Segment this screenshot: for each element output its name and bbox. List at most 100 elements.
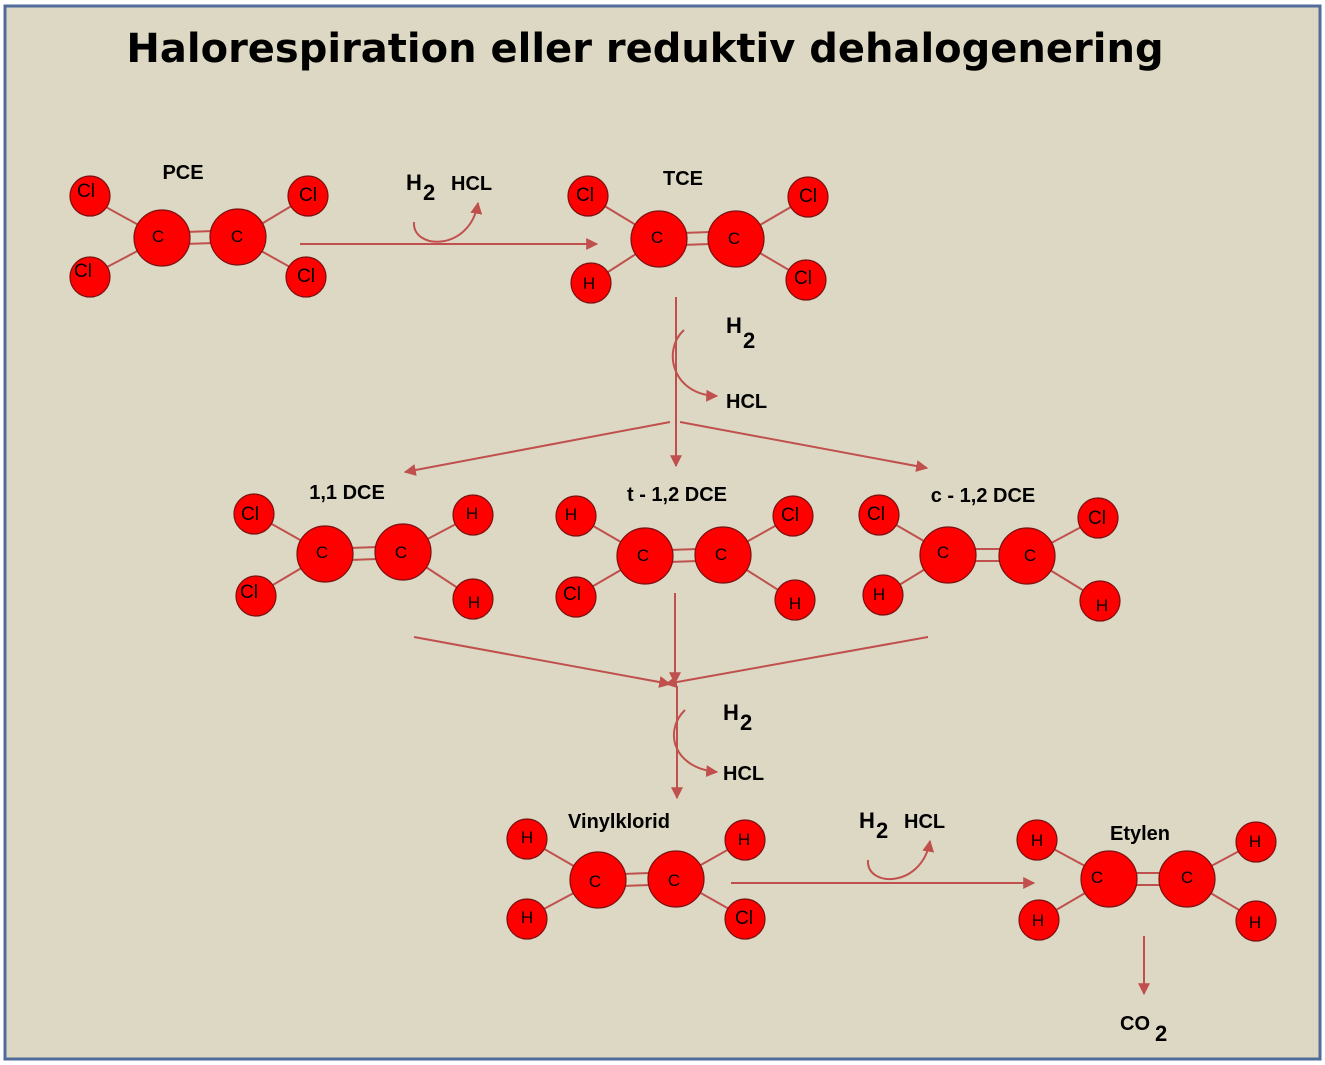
reaction-pce-to-tce: H 2 HCL bbox=[300, 170, 599, 250]
atom-h bbox=[862, 574, 904, 616]
molecule-t-1-2-dce: H Cl Cl H C C t - 1,2 DCE bbox=[555, 484, 816, 621]
atom-label: Cl bbox=[799, 186, 817, 207]
atom-label: C bbox=[316, 543, 328, 562]
reagent-h2-subscript: 2 bbox=[876, 818, 888, 843]
atom-label: H bbox=[738, 830, 750, 849]
atom-carbon bbox=[616, 527, 674, 585]
reagent-hcl: HCL bbox=[726, 391, 767, 413]
reagent-h2-subscript: 2 bbox=[743, 328, 755, 353]
atom-label: Cl bbox=[781, 505, 799, 526]
atom-label: C bbox=[937, 543, 949, 562]
atom-cl bbox=[787, 176, 829, 218]
atom-carbon bbox=[133, 209, 191, 267]
atom-label: H bbox=[873, 585, 885, 604]
atom-h bbox=[452, 494, 494, 536]
atom-label: H bbox=[583, 274, 595, 293]
atom-label: H bbox=[1031, 831, 1043, 850]
atom-h bbox=[506, 818, 548, 860]
atom-label: Cl bbox=[563, 584, 581, 605]
atom-label: C bbox=[231, 227, 243, 246]
atom-label: Cl bbox=[735, 908, 753, 929]
atom-carbon bbox=[209, 208, 267, 266]
atom-label: Cl bbox=[1088, 508, 1106, 529]
atom-carbon bbox=[998, 527, 1056, 585]
reagent-h2: H bbox=[726, 313, 742, 338]
product-co2: CO bbox=[1120, 1013, 1150, 1035]
atom-label: H bbox=[789, 594, 801, 613]
atom-h bbox=[724, 819, 766, 861]
diagram-title: Halorespiration eller reduktiv dehalogen… bbox=[126, 26, 1163, 72]
atom-cl bbox=[285, 256, 327, 298]
atom-cl bbox=[772, 495, 814, 537]
atom-h bbox=[1016, 819, 1058, 861]
atom-label: Cl bbox=[77, 181, 95, 202]
atom-cl bbox=[567, 175, 609, 217]
atom-cl bbox=[69, 175, 111, 217]
atom-carbon bbox=[647, 850, 705, 908]
atom-label: H bbox=[468, 593, 480, 612]
atom-label: C bbox=[1024, 546, 1036, 565]
reagent-h2: H bbox=[723, 700, 739, 725]
reagent-h2: H bbox=[859, 808, 875, 833]
atom-cl bbox=[785, 259, 827, 301]
atom-h bbox=[452, 578, 494, 620]
atom-cl bbox=[69, 256, 111, 298]
atom-h bbox=[506, 898, 548, 940]
atom-label: Cl bbox=[867, 504, 885, 525]
atom-cl bbox=[233, 493, 275, 535]
atom-label: C bbox=[1181, 868, 1193, 887]
atom-h bbox=[555, 495, 597, 537]
reaction-tce-to-dce: H 2 HCL bbox=[403, 297, 929, 476]
molecule-ethylene: H H H H C C Etylen bbox=[1016, 819, 1277, 942]
atom-label: H bbox=[1249, 832, 1261, 851]
atom-carbon bbox=[694, 526, 752, 584]
molecule-1-1-dce: Cl Cl H H C C 1,1 DCE bbox=[233, 482, 494, 620]
atom-label: H bbox=[466, 504, 478, 523]
atom-label: Cl bbox=[576, 185, 594, 206]
atom-carbon bbox=[569, 851, 627, 909]
atom-carbon bbox=[374, 523, 432, 581]
atom-label: Cl bbox=[240, 582, 258, 603]
molecule-label: PCE bbox=[162, 162, 203, 184]
atom-label: Cl bbox=[241, 504, 259, 525]
atom-label: C bbox=[651, 228, 663, 247]
molecule-label: 1,1 DCE bbox=[309, 482, 385, 504]
molecule-label: TCE bbox=[663, 168, 703, 190]
atom-h bbox=[1235, 900, 1277, 942]
molecule-label: t - 1,2 DCE bbox=[627, 484, 727, 506]
atom-label: C bbox=[637, 546, 649, 565]
atom-carbon bbox=[296, 525, 354, 583]
atom-label: Cl bbox=[74, 261, 92, 282]
reaction-ethylene-to-co2: CO 2 bbox=[1120, 936, 1167, 1046]
molecule-label: Vinylklorid bbox=[568, 811, 670, 833]
reagent-h2-subscript: 2 bbox=[423, 180, 435, 205]
atom-cl bbox=[235, 575, 277, 617]
atom-label: C bbox=[668, 871, 680, 890]
atom-carbon bbox=[630, 210, 688, 268]
reagent-hcl: HCL bbox=[723, 763, 764, 785]
atom-h bbox=[1079, 580, 1121, 622]
reagent-h2: H bbox=[406, 170, 422, 195]
atom-label: C bbox=[1091, 868, 1103, 887]
molecule-label: Etylen bbox=[1110, 823, 1170, 845]
atom-carbon bbox=[1158, 850, 1216, 908]
atom-label: C bbox=[589, 872, 601, 891]
atom-label: Cl bbox=[299, 185, 317, 206]
atom-label: C bbox=[395, 543, 407, 562]
atom-carbon bbox=[707, 210, 765, 268]
atom-label: H bbox=[1096, 596, 1108, 615]
reagent-hcl: HCL bbox=[904, 811, 945, 833]
atom-label: H bbox=[565, 505, 577, 524]
molecule-tce: Cl H Cl Cl C C TCE bbox=[567, 168, 829, 304]
reagent-h2-subscript: 2 bbox=[740, 710, 752, 735]
atom-h bbox=[774, 579, 816, 621]
atom-label: Cl bbox=[794, 268, 812, 289]
atom-cl bbox=[555, 576, 597, 618]
atom-cl bbox=[1077, 497, 1119, 539]
atom-label: H bbox=[521, 828, 533, 847]
reaction-vinylchloride-to-ethylene: H 2 HCL bbox=[731, 808, 1036, 889]
atom-label: H bbox=[521, 908, 533, 927]
reagent-hcl: HCL bbox=[451, 173, 492, 195]
atom-h bbox=[1235, 821, 1277, 863]
